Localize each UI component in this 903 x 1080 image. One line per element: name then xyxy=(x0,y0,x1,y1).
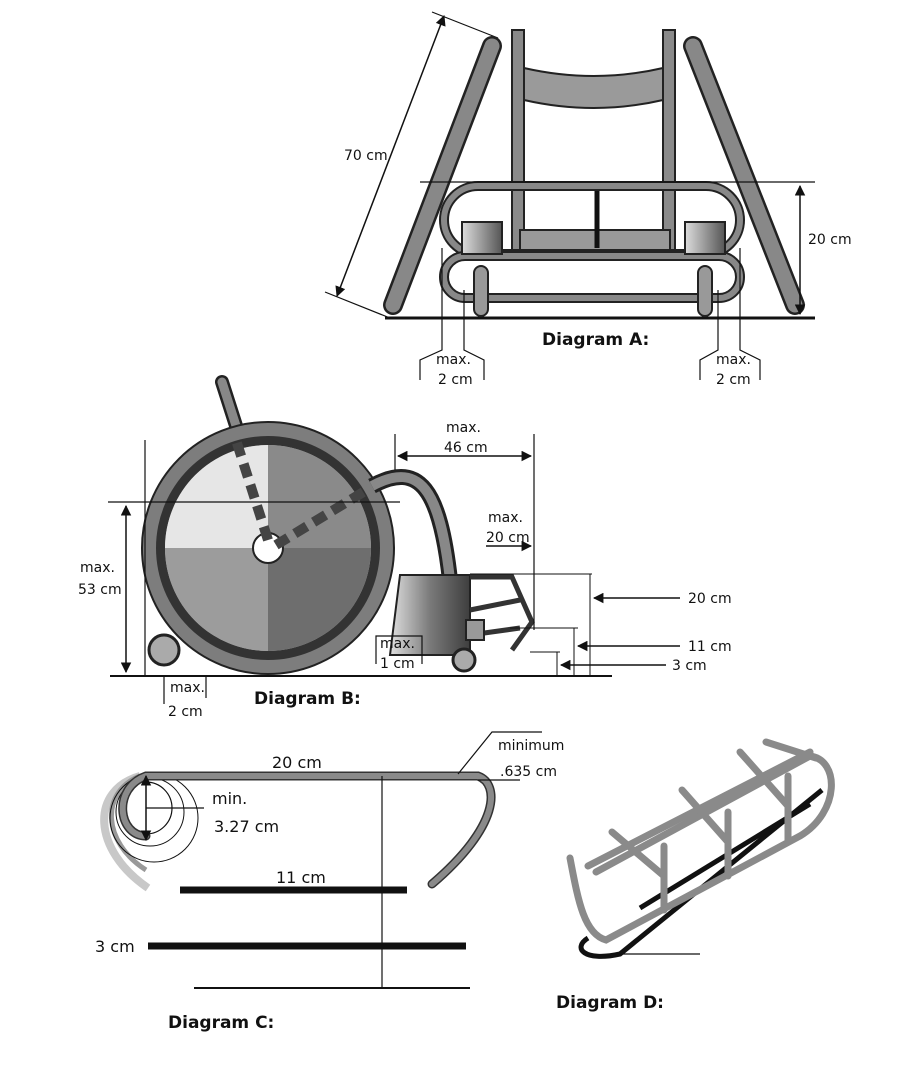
svg-text:1 cm: 1 cm xyxy=(380,656,415,672)
diagram-a-left-max-bracket xyxy=(419,248,485,380)
diagram-b: max. 46 cm max. 20 cm max. 53 cm max. 1 … xyxy=(78,375,732,720)
svg-text:3 cm: 3 cm xyxy=(672,658,707,674)
svg-text:46 cm: 46 cm xyxy=(444,440,488,456)
diagram-a-title: Diagram A: xyxy=(542,330,649,350)
svg-text:.635 cm: .635 cm xyxy=(500,764,557,780)
diagram-d: Diagram D: xyxy=(556,738,835,1013)
diagram-d-cage xyxy=(566,738,835,944)
svg-text:minimum: minimum xyxy=(498,738,564,754)
diagram-c: min. 3.27 cm 20 cm minimum .635 cm 11 cm… xyxy=(95,731,564,1033)
svg-text:2 cm: 2 cm xyxy=(716,372,751,388)
diagram-b-title: Diagram B: xyxy=(254,689,361,709)
diagram-d-title: Diagram D: xyxy=(556,993,664,1013)
diagram-a-right-wheel xyxy=(685,38,803,313)
svg-text:2 cm: 2 cm xyxy=(168,704,203,720)
svg-text:max.: max. xyxy=(380,636,415,652)
svg-text:53 cm: 53 cm xyxy=(78,582,122,598)
diagram-a-70cm-arrow xyxy=(335,15,446,297)
svg-text:11 cm: 11 cm xyxy=(276,868,326,887)
svg-text:2 cm: 2 cm xyxy=(438,372,473,388)
svg-text:max.: max. xyxy=(436,352,471,368)
svg-text:20 cm: 20 cm xyxy=(688,591,732,607)
diagram-a-left-wheel xyxy=(385,38,500,313)
diagram-c-20cm-label: 20 cm xyxy=(272,753,322,772)
svg-text:3 cm: 3 cm xyxy=(95,937,135,956)
diagram-b-front-caster xyxy=(451,647,477,673)
diagram-a-70cm-label: 70 cm xyxy=(344,148,388,164)
svg-text:max.: max. xyxy=(488,510,523,526)
diagram-b-rear-caster xyxy=(147,633,181,667)
diagram-a-backrest xyxy=(523,66,664,109)
diagram-a-20cm-label: 20 cm xyxy=(808,232,852,248)
svg-text:3.27 cm: 3.27 cm xyxy=(214,817,279,836)
diagram-c-profile xyxy=(119,773,495,887)
svg-text:max.: max. xyxy=(80,560,115,576)
diagram-c-title: Diagram C: xyxy=(168,1013,274,1033)
svg-text:11 cm: 11 cm xyxy=(688,639,732,655)
diagram-b-front-frame xyxy=(369,472,455,581)
svg-text:max.: max. xyxy=(446,420,481,436)
svg-text:min.: min. xyxy=(212,789,247,808)
diagram-a-right-max-bracket xyxy=(699,248,761,380)
svg-text:max.: max. xyxy=(716,352,751,368)
diagram-a: 70 cm 20 cm max. 2 cm ma xyxy=(324,11,852,388)
svg-text:max.: max. xyxy=(170,680,205,696)
svg-text:20 cm: 20 cm xyxy=(486,530,530,546)
